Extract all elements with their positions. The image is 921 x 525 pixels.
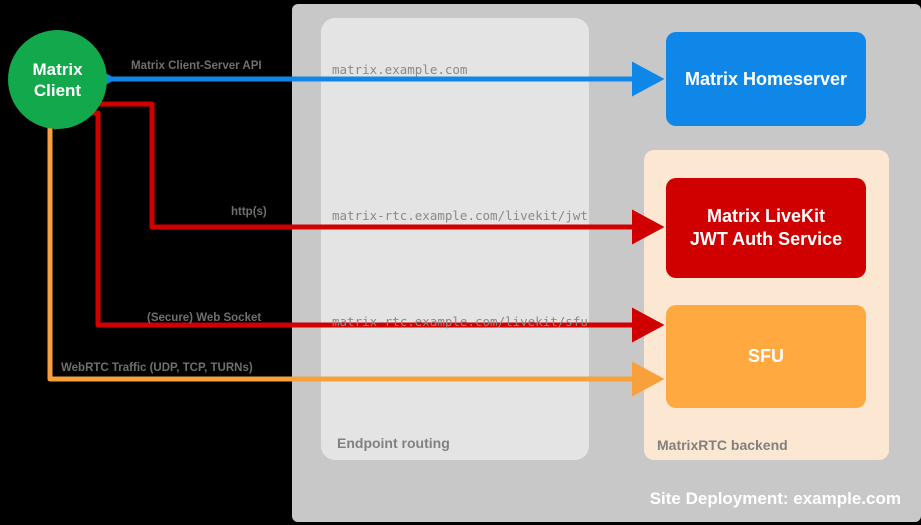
- jwt-auth-label-line1: Matrix LiveKit: [706, 206, 826, 226]
- matrixrtc-backend-label: MatrixRTC backend: [657, 437, 788, 453]
- endpoint-matrix-example-com: matrix.example.com: [332, 62, 468, 77]
- matrix-client-label-line1: Matrix: [32, 59, 83, 79]
- node-jwt-auth-service[interactable]: Matrix LiveKit JWT Auth Service: [666, 178, 866, 278]
- node-matrix-client[interactable]: Matrix Client: [8, 30, 107, 129]
- node-sfu[interactable]: SFU: [666, 305, 866, 408]
- connector-label-webrtc-traffic: WebRTC Traffic (UDP, TCP, TURNs): [61, 362, 253, 374]
- site-deployment-label: Site Deployment: example.com: [649, 489, 901, 508]
- connector-label-web-socket: (Secure) Web Socket: [147, 312, 262, 324]
- node-matrix-homeserver[interactable]: Matrix Homeserver: [666, 32, 866, 126]
- endpoint-routing-panel: [321, 18, 589, 460]
- endpoint-livekit-jwt: matrix-rtc.example.com/livekit/jwt: [332, 208, 588, 223]
- connector-label-matrix-client-server-api: Matrix Client-Server API: [131, 60, 262, 72]
- sfu-label: SFU: [748, 346, 784, 366]
- endpoint-livekit-sfu: matrix-rtc.example.com/livekit/sfu: [332, 314, 588, 329]
- jwt-auth-label-line2: JWT Auth Service: [689, 229, 843, 249]
- matrix-homeserver-label: Matrix Homeserver: [684, 68, 848, 89]
- connector-label-http: http(s): [231, 206, 267, 218]
- matrix-client-label-line2: Client: [33, 80, 82, 100]
- endpoint-routing-label: Endpoint routing: [337, 435, 450, 451]
